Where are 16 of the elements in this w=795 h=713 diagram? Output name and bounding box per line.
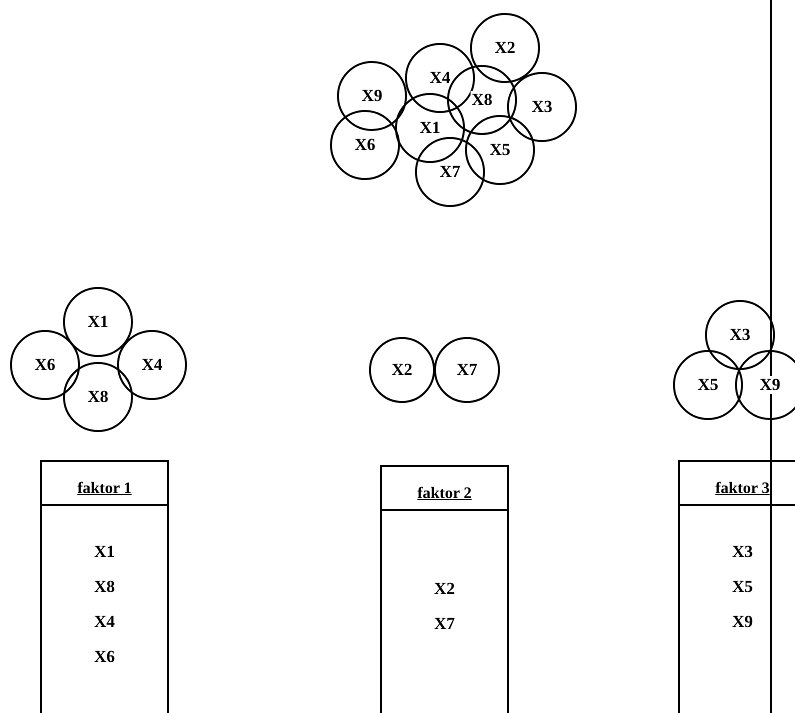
list-item: X7 — [433, 613, 456, 635]
column-header: faktor 2 — [382, 467, 507, 511]
factor-table — [678, 460, 795, 713]
variable-label: X9 — [758, 376, 782, 394]
list-item: X9 — [731, 611, 754, 633]
list-item: X4 — [93, 611, 116, 633]
list-item: X5 — [731, 576, 754, 598]
list-item: X6 — [93, 646, 116, 668]
factor-table — [40, 460, 169, 713]
column-header: faktor 3 — [680, 462, 795, 506]
list-item: X1 — [93, 541, 116, 563]
list-item: X2 — [433, 578, 456, 600]
list-item: X8 — [93, 576, 116, 598]
factor-table — [380, 465, 509, 713]
column-header: faktor 1 — [42, 462, 167, 506]
list-item: X3 — [731, 541, 754, 563]
